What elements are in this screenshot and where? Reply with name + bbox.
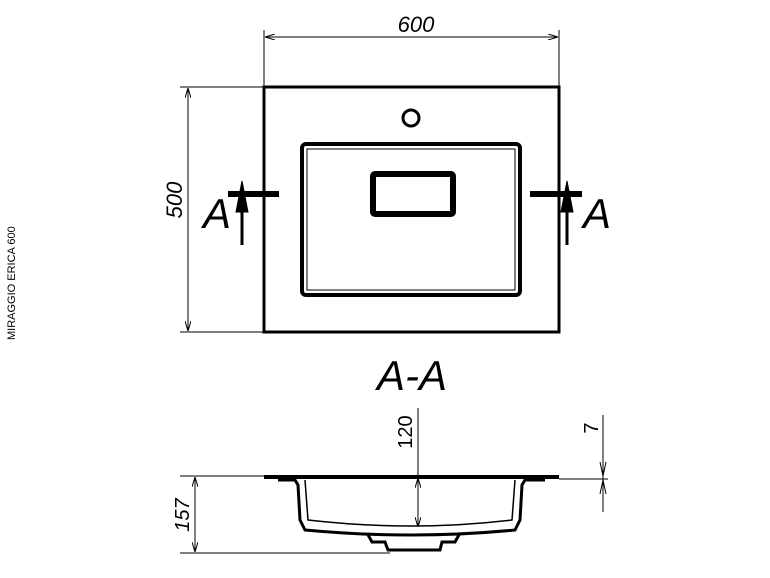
faucet-hole	[401, 108, 421, 128]
section-marker-left: A	[200, 190, 231, 237]
drain-profile	[365, 532, 462, 552]
rim-thickness-label: 7	[581, 422, 603, 433]
section-title: A-A	[374, 352, 447, 399]
arrow-up-icon	[599, 479, 607, 495]
drain-outline	[370, 171, 456, 217]
top-view	[180, 30, 582, 334]
section-view	[180, 408, 608, 554]
arrow-down-icon	[599, 461, 607, 477]
section-marker-right: A	[580, 190, 611, 237]
width-label: 600	[398, 12, 435, 37]
depth-label: 500	[162, 181, 187, 218]
countertop-outline	[262, 85, 561, 334]
basin-profile	[278, 478, 545, 537]
arrow-up-icon	[560, 180, 574, 213]
height-label: 157	[172, 497, 194, 531]
basin-outline	[300, 142, 522, 297]
arrow-up-icon	[235, 180, 249, 213]
bowl-depth-label: 120	[395, 415, 417, 448]
